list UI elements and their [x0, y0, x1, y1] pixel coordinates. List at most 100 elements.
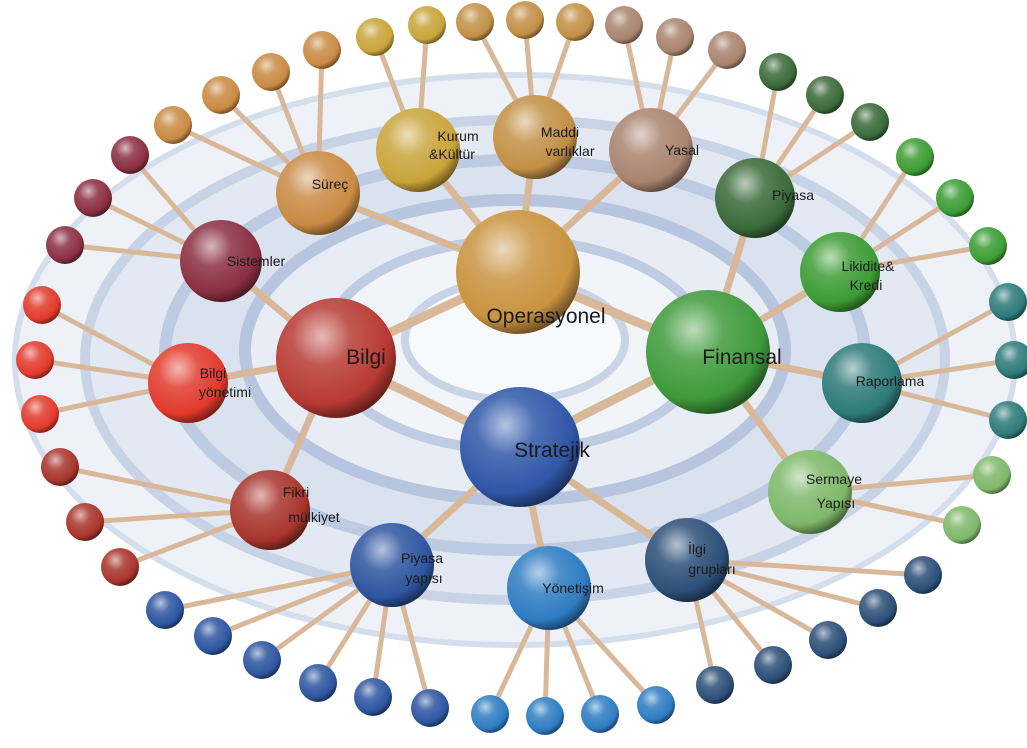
leaf-node[interactable] — [989, 401, 1027, 439]
node-kurum-label-2: &Kültür — [429, 146, 475, 162]
node-piyasa-yapisi[interactable]: Piyasa yapısı — [350, 523, 443, 607]
node-piyasa-sphere — [715, 158, 795, 238]
leaf-node[interactable] — [754, 646, 792, 684]
leaf-node[interactable] — [969, 227, 1007, 265]
node-raporlama-label: Raporlama — [856, 373, 925, 389]
leaf-node[interactable] — [526, 697, 564, 735]
node-maddi[interactable]: Maddi varlıklar — [493, 95, 595, 179]
node-fikri[interactable]: Fikri mülkiyet — [230, 470, 340, 550]
leaf-node[interactable] — [708, 31, 746, 69]
node-fikri-label-2: mülkiyet — [288, 509, 339, 525]
node-raporlama[interactable]: Raporlama — [822, 343, 924, 423]
node-fikri-sphere — [230, 470, 310, 550]
leaf-node[interactable] — [581, 695, 619, 733]
leaf-node[interactable] — [74, 179, 112, 217]
leaf-node[interactable] — [506, 1, 544, 39]
leaf-node[interactable] — [904, 556, 942, 594]
node-finansal-label: Finansal — [702, 346, 781, 369]
leaf-node[interactable] — [859, 589, 897, 627]
node-bilgi-sphere — [276, 298, 396, 418]
node-finansal[interactable]: Finansal — [646, 290, 782, 414]
leaf-node[interactable] — [471, 695, 509, 733]
node-yasal-sphere — [609, 108, 693, 192]
node-sermaye[interactable]: Sermaye Yapısı — [768, 450, 862, 534]
node-piyasa-label: Piyasa — [772, 187, 814, 203]
node-kurum[interactable]: Kurum &Kültür — [376, 108, 479, 192]
leaf-node[interactable] — [851, 103, 889, 141]
leaf-node[interactable] — [21, 395, 59, 433]
node-piyasa-yapisi-label: Piyasa — [401, 550, 443, 566]
leaf-node[interactable] — [656, 18, 694, 56]
leaf-node[interactable] — [101, 548, 139, 586]
node-bilgi-yonetimi[interactable]: Bilgi yönetimi — [148, 343, 251, 423]
leaf-node[interactable] — [16, 341, 54, 379]
leaf-node[interactable] — [356, 18, 394, 56]
node-bilgi[interactable]: Bilgi — [276, 298, 396, 418]
leaf-node[interactable] — [408, 6, 446, 44]
leaf-node[interactable] — [809, 621, 847, 659]
node-operasyonel-sphere — [456, 210, 580, 334]
leaf-node[interactable] — [252, 53, 290, 91]
leaf-node[interactable] — [556, 3, 594, 41]
leaf-node[interactable] — [936, 179, 974, 217]
node-yonetisim-sphere — [507, 546, 591, 630]
node-bilgi-yonetimi-label-2: yönetimi — [199, 384, 251, 400]
node-likidite-label-2: Kredi — [850, 277, 883, 293]
leaf-node[interactable] — [111, 136, 149, 174]
node-ilgi-gruplari-sphere — [645, 518, 729, 602]
node-bilgi-yonetimi-sphere — [148, 343, 228, 423]
node-ilgi-gruplari-label: İlgi — [688, 540, 706, 557]
node-yasal[interactable]: Yasal — [609, 108, 699, 192]
node-yonetisim-label: Yönetişim — [542, 580, 603, 596]
node-ilgi-gruplari-label-2: grupları — [688, 561, 735, 577]
node-maddi-label: Maddi — [541, 124, 579, 140]
node-operasyonel[interactable]: Operasyonel — [456, 210, 606, 334]
node-stratejik[interactable]: Stratejik — [460, 387, 590, 507]
node-piyasa-yapisi-label-2: yapısı — [405, 570, 442, 586]
leaf-node[interactable] — [299, 664, 337, 702]
node-yasal-label: Yasal — [665, 142, 699, 158]
leaf-node[interactable] — [303, 31, 341, 69]
leaf-node[interactable] — [146, 591, 184, 629]
leaf-nodes — [16, 1, 1027, 735]
node-surec-label: Süreç — [312, 176, 349, 192]
leaf-node[interactable] — [605, 6, 643, 44]
node-sermaye-label-2: Yapısı — [817, 495, 856, 511]
node-piyasa[interactable]: Piyasa — [715, 158, 814, 238]
leaf-node[interactable] — [806, 76, 844, 114]
node-piyasa-yapisi-sphere — [350, 523, 434, 607]
leaf-node[interactable] — [202, 76, 240, 114]
leaf-node[interactable] — [154, 106, 192, 144]
leaf-node[interactable] — [696, 666, 734, 704]
leaf-node[interactable] — [759, 53, 797, 91]
leaf-node[interactable] — [896, 138, 934, 176]
leaf-node[interactable] — [66, 503, 104, 541]
leaf-node[interactable] — [943, 506, 981, 544]
node-surec[interactable]: Süreç — [276, 151, 360, 235]
node-sistemler[interactable]: Sistemler — [180, 220, 286, 302]
node-ilgi-gruplari[interactable]: İlgi grupları — [645, 518, 736, 602]
node-sermaye-label: Sermaye — [806, 471, 862, 487]
node-yonetisim[interactable]: Yönetişim — [507, 546, 604, 630]
node-sistemler-label: Sistemler — [227, 253, 286, 269]
leaf-node[interactable] — [637, 686, 675, 724]
leaf-node[interactable] — [995, 341, 1027, 379]
node-bilgi-label: Bilgi — [346, 346, 386, 369]
node-fikri-label: Fikri — [283, 484, 309, 500]
node-likidite[interactable]: Likidite& Kredi — [800, 232, 895, 312]
node-maddi-sphere — [493, 95, 577, 179]
node-kurum-sphere — [376, 108, 460, 192]
leaf-node[interactable] — [41, 448, 79, 486]
leaf-node[interactable] — [23, 286, 61, 324]
leaf-node[interactable] — [194, 617, 232, 655]
leaf-node[interactable] — [456, 3, 494, 41]
leaf-node[interactable] — [989, 283, 1027, 321]
leaf-node[interactable] — [973, 456, 1011, 494]
leaf-node[interactable] — [46, 226, 84, 264]
leaf-node[interactable] — [354, 678, 392, 716]
leaf-node[interactable] — [411, 689, 449, 727]
node-surec-sphere — [276, 151, 360, 235]
leaf-node[interactable] — [243, 641, 281, 679]
sub-nodes: Süreç Kurum &Kültür Maddi varlıklar Yasa… — [148, 95, 924, 630]
